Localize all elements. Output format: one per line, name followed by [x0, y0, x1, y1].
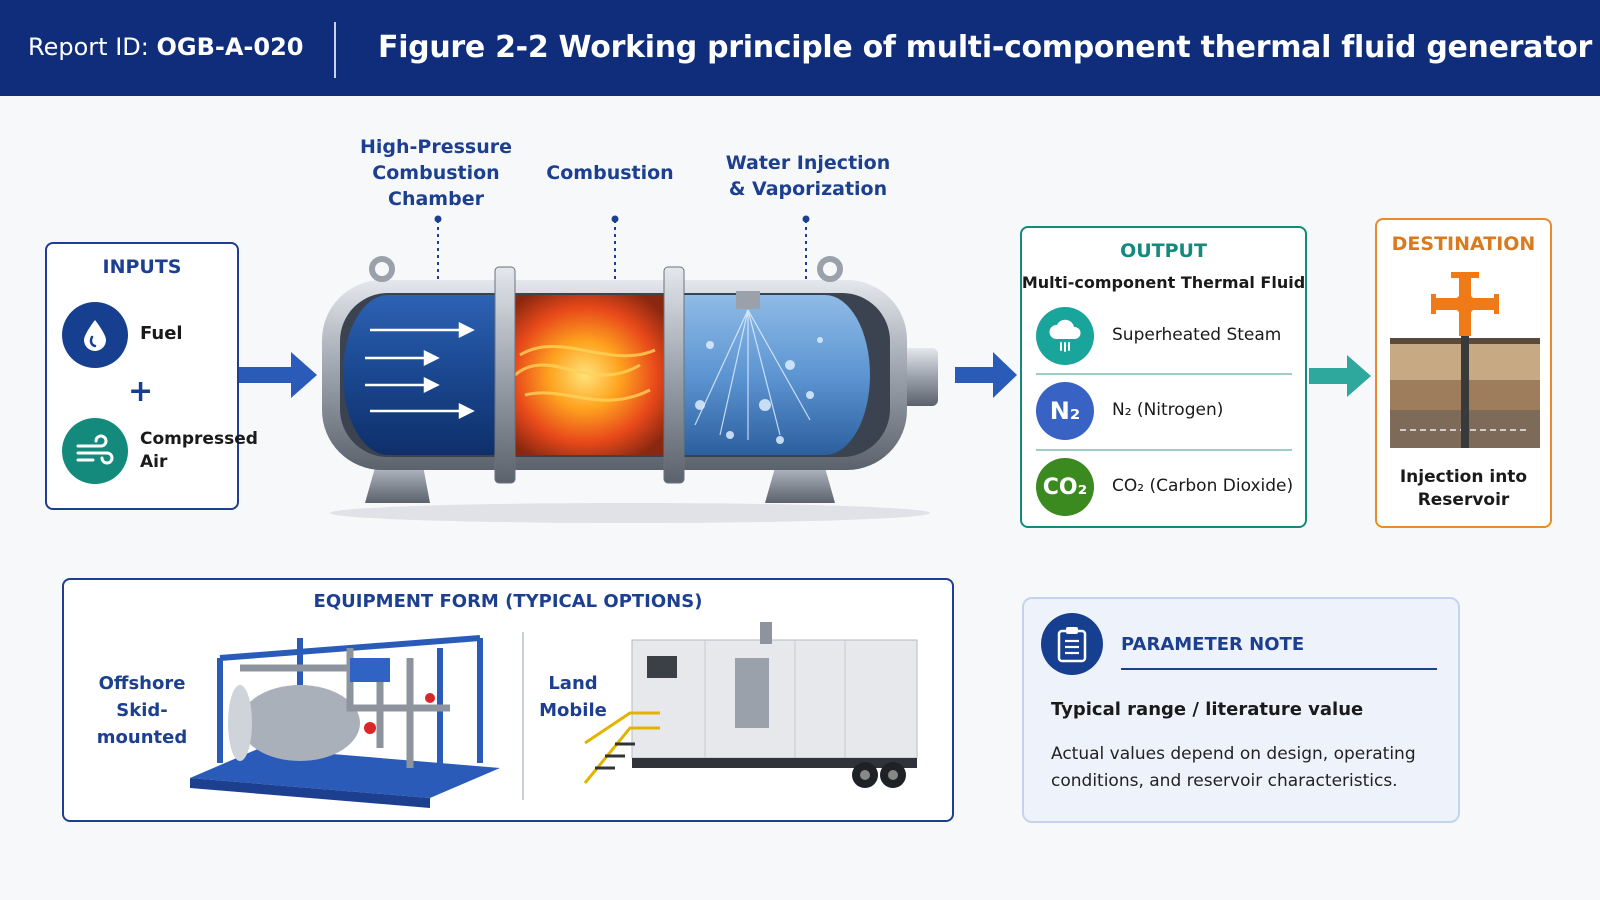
parameter-note-title: PARAMETER NOTE — [1121, 634, 1305, 655]
figure-title: Figure 2-2 Working principle of multi-co… — [378, 30, 1592, 65]
combustion-chamber-illustration — [322, 256, 938, 523]
land-mobile-trailer-illustration — [583, 622, 918, 788]
parameter-note-subtitle: Typical range / literature value — [1051, 699, 1364, 720]
output-title: OUTPUT — [1120, 240, 1207, 262]
droplet-icon — [62, 302, 128, 368]
carbon-dioxide-icon: CO₂ — [1036, 458, 1094, 516]
output-subtitle: Multi-component Thermal Fluid — [1021, 273, 1306, 292]
land-mobile-label: Land Mobile — [539, 673, 607, 721]
steam-cloud-icon — [1036, 307, 1094, 365]
clipboard-icon — [1041, 613, 1103, 675]
flow-arrow-output — [955, 352, 1017, 398]
wellhead-icon — [1390, 272, 1540, 448]
header-divider — [334, 22, 336, 78]
header-bar — [0, 0, 1600, 96]
wind-icon — [62, 418, 128, 484]
parameter-note-body: Actual values depend on design, operatin… — [1051, 744, 1416, 791]
destination-title: DESTINATION — [1391, 233, 1536, 255]
report-id: Report ID: OGB-A-020 — [28, 33, 304, 61]
fuel-label: Fuel — [140, 323, 183, 344]
output-divider — [1036, 449, 1292, 451]
superheated-steam-label: Superheated Steam — [1112, 325, 1282, 345]
carbon-dioxide-label: CO₂ (Carbon Dioxide) — [1112, 476, 1294, 496]
label-combustion: Combustion — [546, 162, 674, 184]
flow-arrow-inputs — [239, 352, 317, 398]
nitrogen-label: N₂ (Nitrogen) — [1112, 400, 1224, 420]
inputs-title: INPUTS — [102, 256, 182, 278]
flow-arrow-destination — [1309, 355, 1371, 397]
label-high-pressure-chamber: High-Pressure Combustion Chamber — [359, 136, 512, 210]
parameter-note-rule — [1121, 668, 1437, 670]
output-divider — [1036, 373, 1292, 375]
equipment-title: EQUIPMENT FORM (TYPICAL OPTIONS) — [313, 591, 703, 612]
offshore-skid-illustration — [190, 635, 500, 808]
label-water-injection: Water Injection & Vaporization — [725, 152, 891, 200]
equipment-divider — [522, 632, 524, 800]
compressed-air-label: Compressed Air — [140, 429, 258, 472]
offshore-skid-label: Offshore Skid-mounted — [96, 673, 188, 748]
plus-icon: + — [128, 374, 154, 409]
destination-label: Injection into Reservoir — [1399, 467, 1528, 510]
nitrogen-icon: N₂ — [1036, 382, 1094, 440]
